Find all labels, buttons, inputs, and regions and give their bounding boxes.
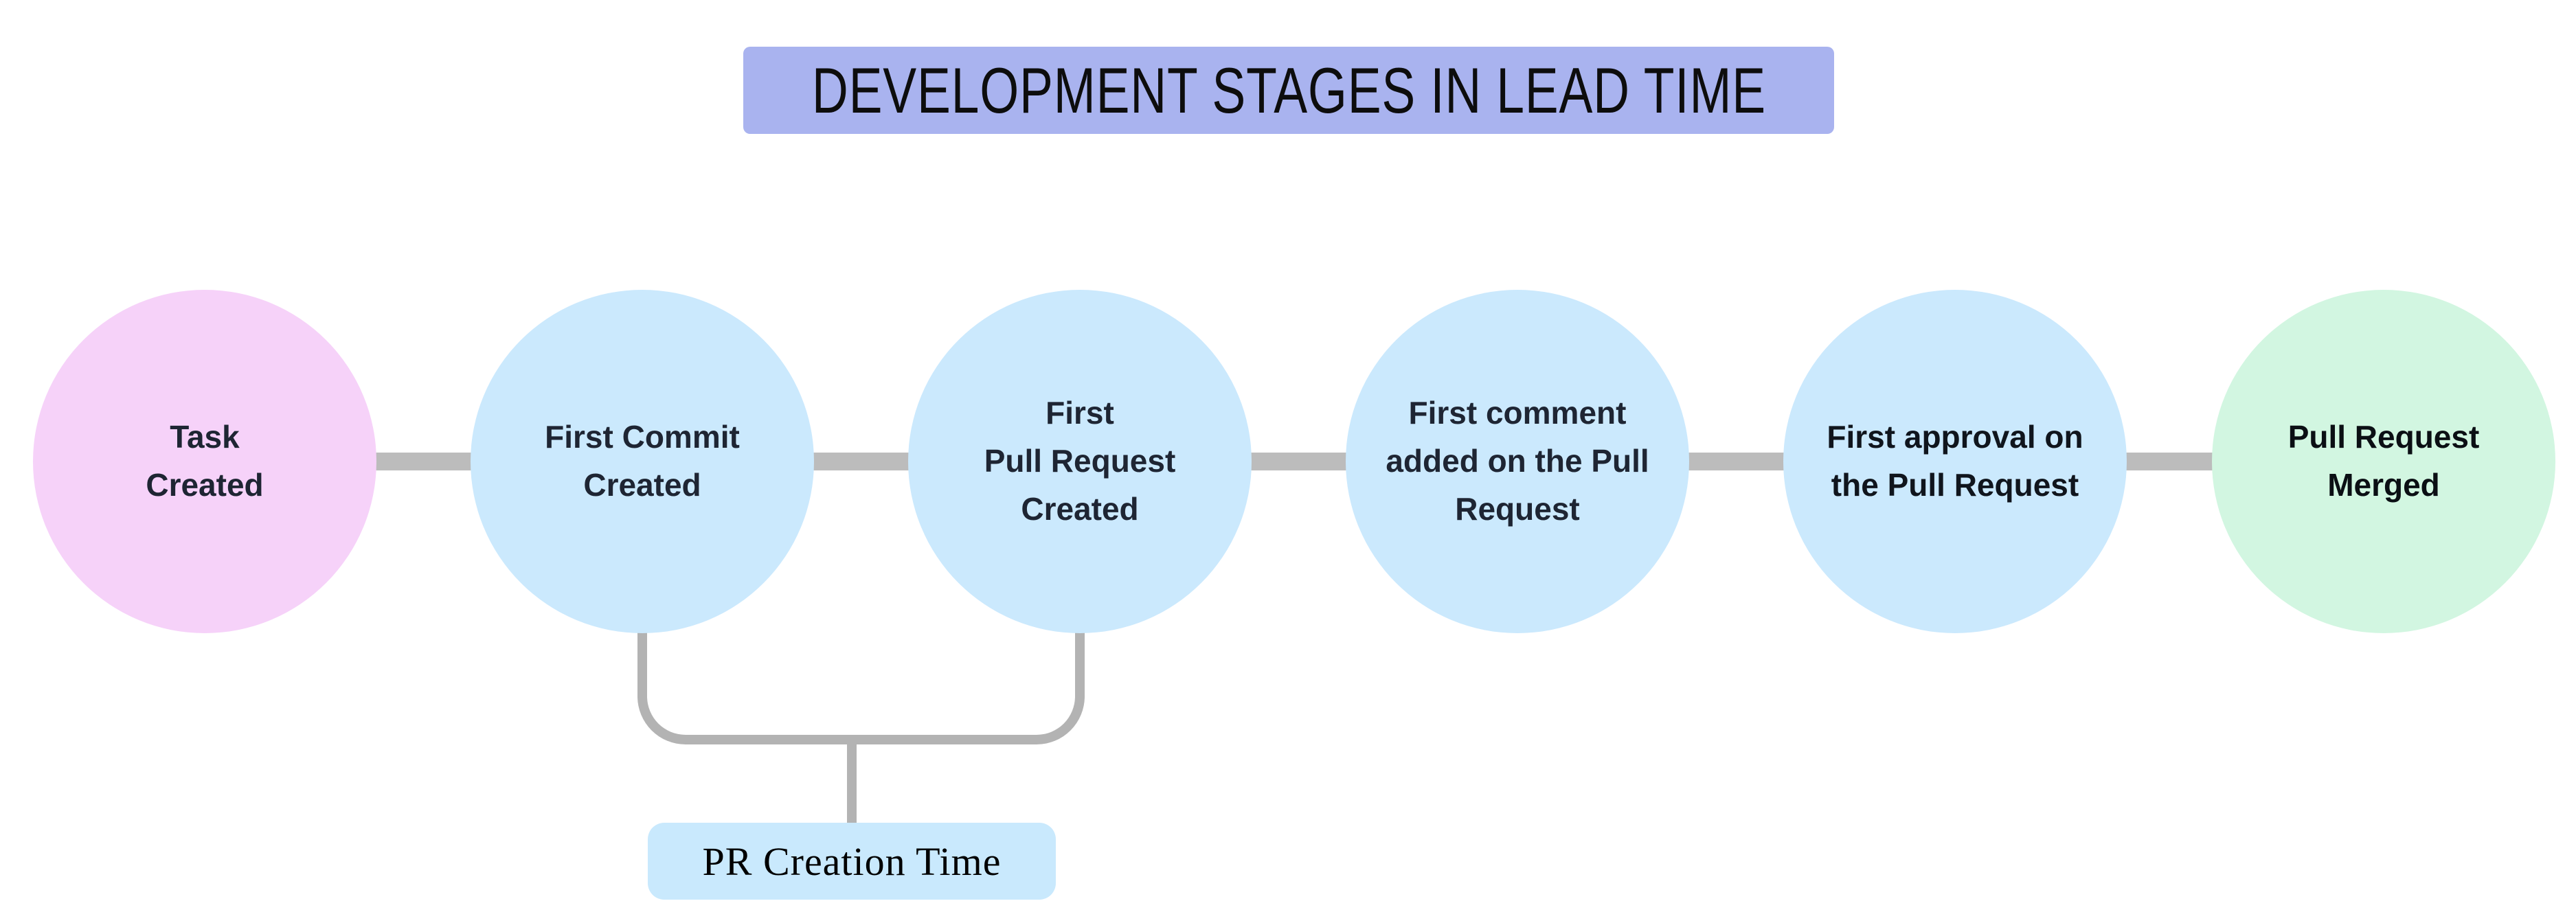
- pr-creation-bracket-stem: [847, 743, 857, 823]
- stage-label: Task Created: [146, 419, 264, 503]
- stage-node-pull-request-merged: Pull Request Merged: [2212, 290, 2555, 633]
- stage-label: First comment added on the Pull Request: [1386, 395, 1649, 527]
- stage-node-first-commit-created: First Commit Created: [471, 290, 814, 633]
- stage-label: Pull Request Merged: [2287, 419, 2480, 503]
- diagram-title: DEVELOPMENT STAGES IN LEAD TIME: [811, 54, 1766, 126]
- stage-label: First Commit Created: [545, 419, 740, 503]
- diagram-title-banner: DEVELOPMENT STAGES IN LEAD TIME: [743, 47, 1834, 134]
- stage-label: First Pull Request Created: [984, 395, 1176, 527]
- stage-label: First approval on the Pull Request: [1827, 419, 2083, 503]
- stage-node-first-comment-added: First comment added on the Pull Request: [1346, 290, 1689, 633]
- stage-node-first-pull-request-created: First Pull Request Created: [908, 290, 1252, 633]
- pr-creation-time-text: PR Creation Time: [702, 839, 1002, 884]
- pr-creation-bracket: [637, 632, 1085, 744]
- stage-node-task-created: Task Created: [33, 290, 376, 633]
- pr-creation-time-label: PR Creation Time: [648, 823, 1056, 900]
- stage-node-first-approval: First approval on the Pull Request: [1783, 290, 2127, 633]
